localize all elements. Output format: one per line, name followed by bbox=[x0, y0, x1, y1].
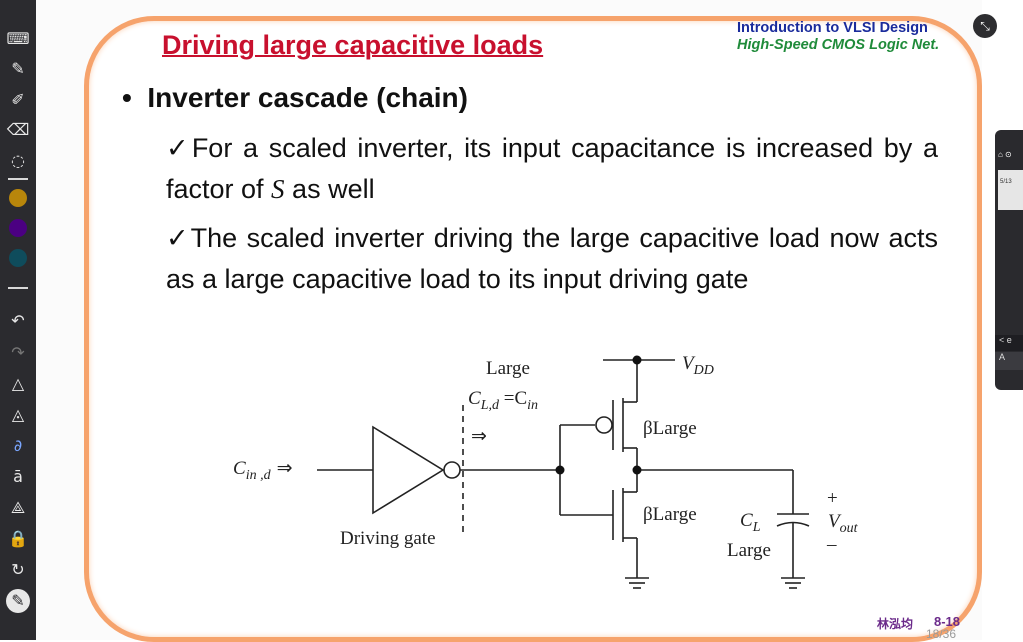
toolbar-divider bbox=[8, 178, 28, 180]
redo-icon[interactable]: ↷ bbox=[11, 343, 25, 362]
active-pen-icon[interactable]: ✎ bbox=[6, 589, 30, 613]
ruler-icon[interactable]: ⟁ bbox=[10, 498, 26, 517]
vdd-label: VDD bbox=[682, 353, 714, 378]
sub-point-1-text-a: For a scaled inverter, its input capacit… bbox=[166, 133, 938, 204]
check-icon: ✓ bbox=[166, 223, 191, 254]
vout-label: Vout bbox=[828, 511, 859, 536]
keyboard-icon[interactable]: ⌨ bbox=[6, 29, 30, 48]
slide-number: 8-18 bbox=[934, 614, 961, 629]
cl-label: CL bbox=[740, 510, 761, 535]
sub-point-1: ✓For a scaled inverter, its input capaci… bbox=[166, 128, 938, 209]
driving-gate-label: Driving gate bbox=[340, 528, 436, 549]
thumbnail-text: 5/13 bbox=[1000, 179, 1012, 185]
large-label: Large bbox=[486, 358, 530, 379]
panel-tool-bar[interactable]: A bbox=[995, 352, 1023, 370]
eraser-icon[interactable]: ⌫ bbox=[6, 120, 30, 139]
page-indicator: 18/36 bbox=[926, 627, 957, 641]
shape-icon[interactable]: △ bbox=[11, 374, 25, 393]
course-subtitle: High-Speed CMOS Logic Net. bbox=[737, 37, 940, 53]
panel-header: ⌂ ⊙ bbox=[998, 150, 1012, 159]
color-swatch-teal[interactable] bbox=[9, 249, 27, 267]
lock-icon[interactable]: 🔒 bbox=[8, 529, 28, 548]
slide-title: Driving large capacitive loads bbox=[162, 30, 544, 60]
bullet-heading: • Inverter cascade (chain) bbox=[122, 82, 468, 113]
slide-frame bbox=[84, 16, 982, 642]
check-icon: ✓ bbox=[166, 133, 192, 164]
inverter-chain-diagram: Cin ,d⇒ Driving gate Large CL,d =Cin ⇒ V… bbox=[233, 353, 859, 589]
lasso-icon[interactable]: ◌ bbox=[11, 151, 25, 170]
annotation-toolbar: ⌨ ✎ ✐ ⌫ ◌ ↶ ↷ △ ◬ ∂ ā ⟁ 🔒 ↻ ✎ bbox=[0, 0, 36, 640]
replay-icon[interactable]: ↻ bbox=[11, 560, 25, 579]
undo-icon[interactable]: ↶ bbox=[11, 311, 25, 330]
panel-thumbnail[interactable]: 5/13 bbox=[998, 170, 1023, 210]
pen-icon[interactable]: ✎ bbox=[11, 59, 25, 78]
floating-window-panel[interactable]: ⌂ ⊙ 5/13 < e A bbox=[995, 130, 1023, 390]
cl-large-label: Large bbox=[727, 540, 771, 561]
input-cap-label: Cin ,d⇒ bbox=[233, 457, 293, 483]
ink-to-math-icon[interactable]: ∂ bbox=[13, 436, 23, 455]
highlighter-icon[interactable]: ✐ bbox=[11, 90, 25, 109]
author-name: 林泓均 bbox=[877, 617, 914, 631]
panel-nav-bar[interactable]: < e bbox=[995, 335, 1023, 351]
color-swatch-purple[interactable] bbox=[9, 219, 27, 237]
load-cap-label: CL,d =Cin bbox=[468, 388, 538, 413]
course-name: Introduction to VLSI Design bbox=[737, 20, 928, 36]
bullet-text: Inverter cascade (chain) bbox=[147, 82, 468, 113]
pmos-size-label: βLarge bbox=[643, 418, 697, 439]
nmos-size-label: βLarge bbox=[643, 504, 697, 525]
arrow-icon: ⇒ bbox=[471, 426, 487, 447]
sub-point-1-text-b: as well bbox=[284, 174, 375, 204]
scale-symbol: S bbox=[271, 174, 285, 204]
toolbar-divider bbox=[8, 287, 28, 289]
plus-label: + bbox=[827, 488, 838, 509]
sub-point-2-text: The scaled inverter driving the large ca… bbox=[166, 223, 938, 294]
ink-to-text-icon[interactable]: ā bbox=[13, 467, 23, 486]
collapse-icon[interactable]: ⤡ bbox=[973, 14, 997, 38]
color-swatch-gold[interactable] bbox=[9, 189, 27, 207]
sub-point-2: ✓The scaled inverter driving the large c… bbox=[166, 218, 938, 299]
ink-to-shape-icon[interactable]: ◬ bbox=[11, 405, 25, 424]
minus-label: – bbox=[826, 534, 837, 555]
